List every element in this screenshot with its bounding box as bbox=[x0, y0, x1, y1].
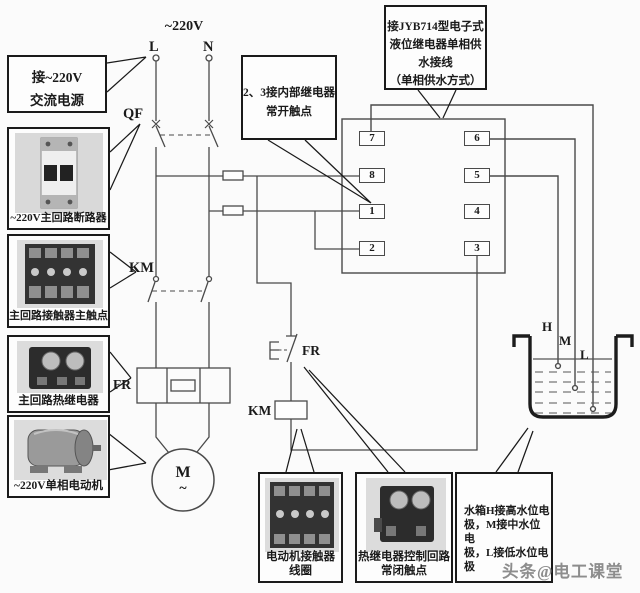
callout-ac-power-line2: 交流电源 bbox=[30, 93, 84, 108]
motor-m-label: M bbox=[175, 464, 191, 481]
motor-photo bbox=[14, 420, 107, 480]
motor-tilde: ~ bbox=[179, 481, 187, 496]
callout-jyb714-line4: （单相供水方式） bbox=[389, 75, 482, 87]
card-thermal-relay-caption: 主回路热继电器 bbox=[18, 395, 99, 407]
nc-thermal-photo bbox=[366, 478, 446, 552]
watermark: 头条@电工课堂 bbox=[502, 562, 624, 581]
relay-terminal-2: 2 bbox=[359, 241, 385, 256]
tank-note-line4: 极 bbox=[464, 561, 475, 573]
callout-tank-note: 水箱H接高水位电 极，M接中水位电 极，L接低水位电 极 bbox=[455, 472, 553, 583]
relay-terminal-1: 1 bbox=[359, 204, 385, 219]
callout-jyb714-line1: 接JYB714型电子式 bbox=[387, 21, 484, 33]
tank-note-line1: 水箱H接高水位电 bbox=[464, 505, 550, 517]
callout-no-contact: 2、3接内部继电器 常开触点 bbox=[241, 55, 337, 140]
heater-fr-label: FR bbox=[113, 377, 131, 392]
relay-terminal-4: 4 bbox=[464, 204, 490, 219]
breaker-photo bbox=[15, 133, 103, 213]
main-circuit-wires bbox=[136, 54, 359, 512]
relay-terminal-7: 7 bbox=[359, 131, 385, 146]
relay-terminal-8: 8 bbox=[359, 168, 385, 183]
electrode-h-label: H bbox=[542, 319, 553, 334]
callout-ac-power-line1: 接~220V bbox=[31, 70, 83, 85]
callout-pointers bbox=[106, 56, 534, 473]
card-coil-caption-line1: 电动机接触器 bbox=[266, 551, 335, 563]
card-main-contactor: 主回路接触器主触点 bbox=[7, 234, 110, 328]
callout-jyb714-line2: 液位继电器单相供 bbox=[389, 39, 482, 51]
card-nc-contact-caption-line1: 热继电器控制回路 bbox=[358, 551, 450, 563]
card-coil: 电动机接触器 线圈 bbox=[258, 472, 343, 583]
card-motor-caption: ~220V单相电动机 bbox=[13, 480, 104, 492]
callout-jyb714: 接JYB714型电子式 液位继电器单相供 水接线 （单相供水方式） bbox=[384, 5, 487, 90]
relay-terminal-5: 5 bbox=[464, 168, 490, 183]
water-tank bbox=[512, 334, 634, 419]
relay-terminal-3: 3 bbox=[464, 241, 490, 256]
callout-no-contact-line1: 2、3接内部继电器 bbox=[243, 87, 335, 99]
card-nc-contact: 热继电器控制回路 常闭触点 bbox=[355, 472, 453, 583]
electrode-l-label: L bbox=[580, 347, 589, 362]
line-l-label: L bbox=[149, 39, 159, 55]
contactor-km-label: KM bbox=[129, 260, 154, 276]
main-contactor-photo bbox=[17, 240, 103, 308]
electrode-m-label: M bbox=[559, 333, 572, 348]
coil-km-label: KM bbox=[248, 403, 272, 418]
card-motor: ~220V单相电动机 bbox=[7, 415, 110, 498]
tank-note-line3: 极，L接低水位电 bbox=[464, 547, 549, 559]
tank-note-line2: 极，M接中水位电 bbox=[464, 519, 541, 545]
breaker-qf-label: QF bbox=[123, 106, 144, 122]
relay-terminal-6: 6 bbox=[464, 131, 490, 146]
callout-ac-power: 接~220V 交流电源 bbox=[7, 55, 107, 113]
card-coil-caption-line2: 线圈 bbox=[289, 565, 312, 577]
line-n-label: N bbox=[203, 39, 214, 55]
relay-box-wires bbox=[341, 104, 597, 413]
card-main-contactor-caption: 主回路接触器主触点 bbox=[9, 310, 108, 322]
coil-contactor-photo bbox=[265, 478, 339, 552]
thermal-relay-photo bbox=[17, 341, 103, 393]
card-breaker: ~220V主回路断路器 bbox=[7, 127, 110, 230]
callout-no-contact-line2: 常开触点 bbox=[266, 106, 312, 118]
card-nc-contact-caption-line2: 常闭触点 bbox=[381, 565, 427, 577]
card-breaker-caption: ~220V主回路断路器 bbox=[10, 212, 107, 224]
nc-contact-fr-label: FR bbox=[302, 343, 320, 358]
callout-jyb714-line3: 水接线 bbox=[418, 57, 453, 69]
voltage-label: ~220V bbox=[164, 19, 204, 34]
card-thermal-relay: 主回路热继电器 bbox=[7, 335, 110, 413]
